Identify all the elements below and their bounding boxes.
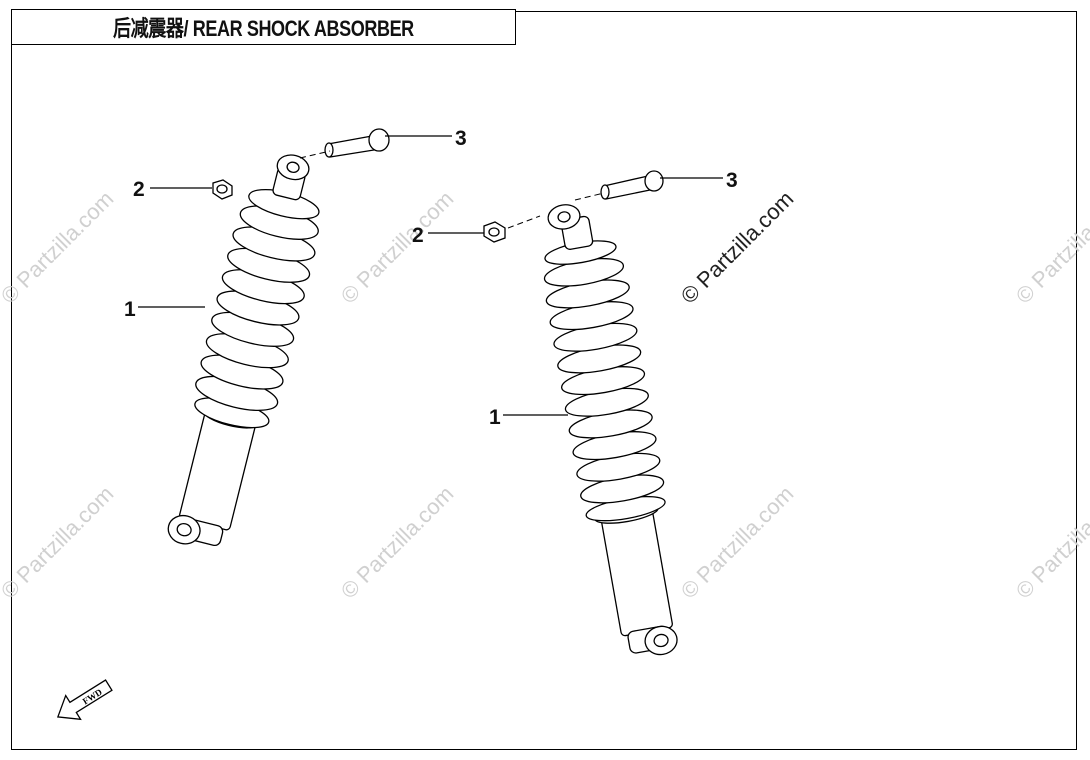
fwd-arrow-icon: FWD [56, 679, 113, 721]
watermark: © Partzilla.com [0, 186, 118, 309]
left-nut[interactable] [212, 179, 233, 200]
watermark: © Partzilla.com [0, 481, 118, 604]
shock-body [600, 509, 673, 637]
watermark: © Partzilla.com [336, 481, 459, 604]
leader-lines [138, 135, 723, 416]
title-box: 后减震器/ REAR SHOCK ABSORBER [11, 9, 516, 45]
right-shock-absorber[interactable] [530, 196, 693, 664]
callout-right-bolt: 3 [726, 169, 738, 192]
left-shock-absorber[interactable] [157, 145, 336, 557]
coil-spring [543, 240, 666, 522]
coil-spring [194, 188, 320, 429]
callout-right-shock: 1 [489, 406, 501, 429]
shock-body [179, 411, 256, 531]
watermarks: © Partzilla.com © Partzilla.com © Partzi… [0, 186, 1090, 604]
watermark: © Partzilla.com [1011, 186, 1090, 309]
watermark: © Partzilla.com [676, 481, 799, 604]
callout-left-nut: 2 [133, 178, 145, 201]
diagram-frame [11, 11, 1077, 750]
callout-right-nut: 2 [412, 224, 424, 247]
right-bolt[interactable] [600, 170, 664, 200]
callout-left-shock: 1 [124, 298, 136, 321]
watermark: © Partzilla.com [336, 186, 459, 309]
watermark: © Partzilla.com [1011, 481, 1090, 604]
left-bolt[interactable] [324, 128, 390, 158]
watermark-main: © Partzilla.com [676, 186, 799, 309]
right-nut[interactable] [483, 221, 506, 243]
callout-left-bolt: 3 [455, 127, 467, 150]
diagram-title: 后减震器/ REAR SHOCK ABSORBER [113, 16, 414, 41]
